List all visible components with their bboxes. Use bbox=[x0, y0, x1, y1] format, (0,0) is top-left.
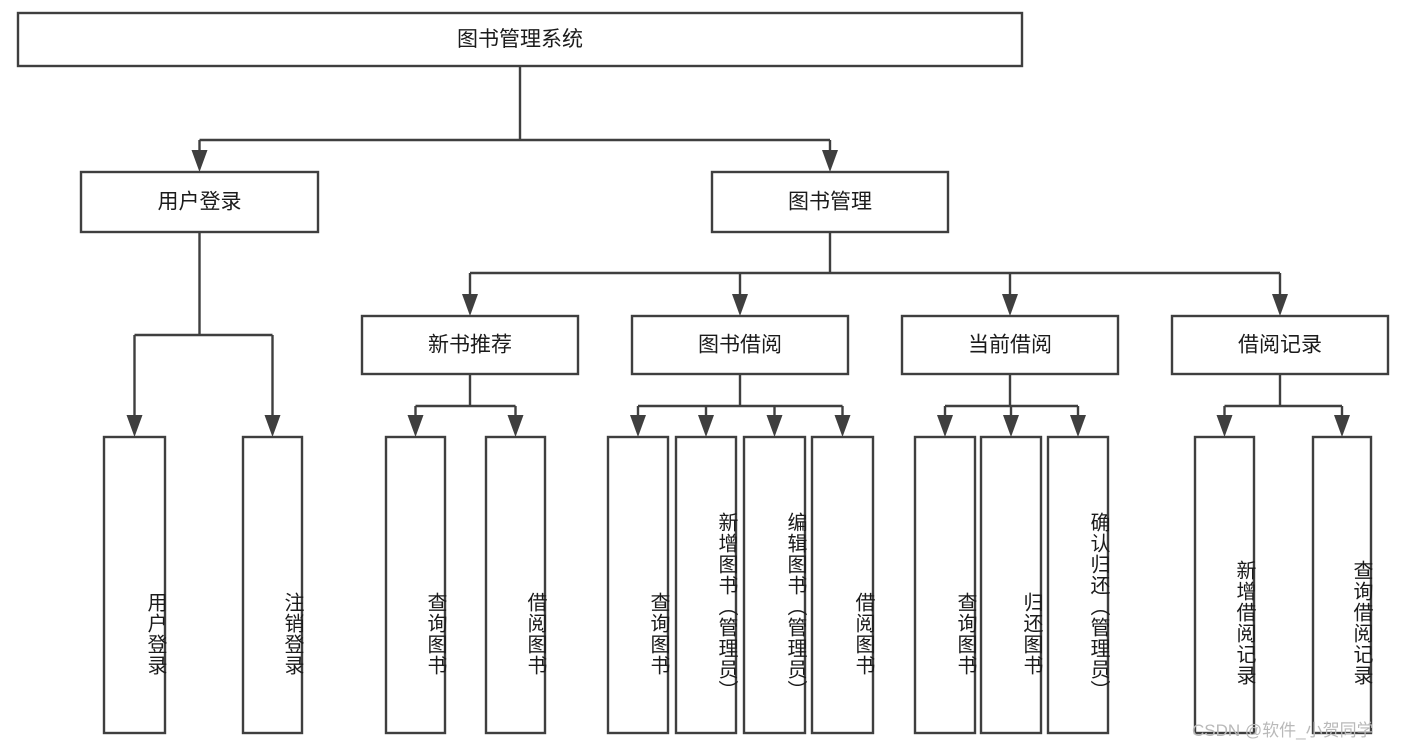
level2-node-2-rect bbox=[710, 170, 950, 234]
leaf-node-7-rect bbox=[742, 435, 807, 735]
level3-node-3-rect bbox=[900, 314, 1120, 376]
user-login-arrow-0 bbox=[126, 415, 143, 437]
level2-node-label-1: 用户登录 bbox=[158, 191, 242, 214]
new-book-arrow-1 bbox=[507, 415, 524, 437]
leaf-node-9[interactable] bbox=[913, 435, 977, 735]
csdn-watermark: CSDN @软件_小贺同学 bbox=[1192, 721, 1374, 740]
level3-node-label-3: 当前借阅 bbox=[968, 334, 1052, 357]
leaf-node-3-rect bbox=[384, 435, 447, 735]
borrow-record-arrow-0 bbox=[1216, 415, 1233, 437]
leaf-node-10[interactable] bbox=[979, 435, 1043, 735]
level3-node-1-rect bbox=[360, 314, 580, 376]
borrow-record-arrow-1 bbox=[1334, 415, 1350, 437]
leaf-node-8-rect bbox=[810, 435, 875, 735]
level3-node-4[interactable]: 借阅记录 bbox=[1170, 314, 1390, 376]
leaf-node-12[interactable] bbox=[1193, 435, 1256, 735]
book-borrow-arrow-2 bbox=[766, 415, 783, 437]
leaf-node-13-rect bbox=[1311, 435, 1373, 735]
book-mgmt-arrow-1 bbox=[732, 294, 748, 316]
leaf-node-5[interactable] bbox=[606, 435, 670, 735]
leaf-node-2-rect bbox=[241, 435, 304, 735]
level3-node-label-2: 图书借阅 bbox=[698, 334, 782, 357]
leaf-node-6-rect bbox=[674, 435, 738, 735]
leaf-node-1-rect bbox=[102, 435, 167, 735]
leaf-node-11[interactable] bbox=[1046, 435, 1110, 735]
leaf-node-11-rect bbox=[1046, 435, 1110, 735]
leaf-node-6[interactable] bbox=[674, 435, 738, 735]
current-borrow-arrow-2 bbox=[1070, 415, 1086, 437]
level2-node-1-rect bbox=[79, 170, 320, 234]
current-borrow-arrow-0 bbox=[937, 415, 953, 437]
leaf-node-5-rect bbox=[606, 435, 670, 735]
root-node-label: 图书管理系统 bbox=[457, 28, 583, 51]
leaf-node-1[interactable] bbox=[102, 435, 167, 735]
leaf-node-4-rect bbox=[484, 435, 547, 735]
level3-node-3[interactable]: 当前借阅 bbox=[900, 314, 1120, 376]
level2-node-1[interactable]: 用户登录 bbox=[79, 170, 320, 234]
user-login-arrow-1 bbox=[264, 415, 281, 437]
book-borrow-arrow-0 bbox=[630, 415, 646, 437]
level3-node-2-rect bbox=[630, 314, 850, 376]
root-arrow-1 bbox=[822, 150, 838, 172]
book-borrow-arrow-1 bbox=[698, 415, 714, 437]
new-book-arrow-0 bbox=[407, 415, 424, 437]
level3-node-4-rect bbox=[1170, 314, 1390, 376]
book-mgmt-arrow-3 bbox=[1272, 294, 1288, 316]
leaf-node-9-rect bbox=[913, 435, 977, 735]
leaf-node-4[interactable] bbox=[484, 435, 547, 735]
leaf-node-7[interactable] bbox=[742, 435, 807, 735]
root-node-book-management-system-rect bbox=[16, 11, 1024, 68]
root-arrow-0 bbox=[191, 150, 208, 172]
level3-node-1[interactable]: 新书推荐 bbox=[360, 314, 580, 376]
leaf-node-13[interactable] bbox=[1311, 435, 1373, 735]
book-mgmt-arrow-2 bbox=[1002, 294, 1018, 316]
level3-node-label-4: 借阅记录 bbox=[1238, 334, 1322, 357]
root-node-book-management-system[interactable]: 图书管理系统 bbox=[16, 11, 1024, 68]
leaf-node-3[interactable] bbox=[384, 435, 447, 735]
level2-node-2[interactable]: 图书管理 bbox=[710, 170, 950, 234]
book-mgmt-arrow-0 bbox=[462, 294, 478, 316]
leaf-node-2[interactable] bbox=[241, 435, 304, 735]
level3-node-label-1: 新书推荐 bbox=[428, 334, 512, 357]
book-borrow-arrow-3 bbox=[834, 415, 851, 437]
leaf-node-10-rect bbox=[979, 435, 1043, 735]
leaf-node-12-rect bbox=[1193, 435, 1256, 735]
leaf-node-8[interactable] bbox=[810, 435, 875, 735]
level2-node-label-2: 图书管理 bbox=[788, 191, 872, 214]
current-borrow-arrow-1 bbox=[1003, 415, 1019, 437]
level3-node-2[interactable]: 图书借阅 bbox=[630, 314, 850, 376]
